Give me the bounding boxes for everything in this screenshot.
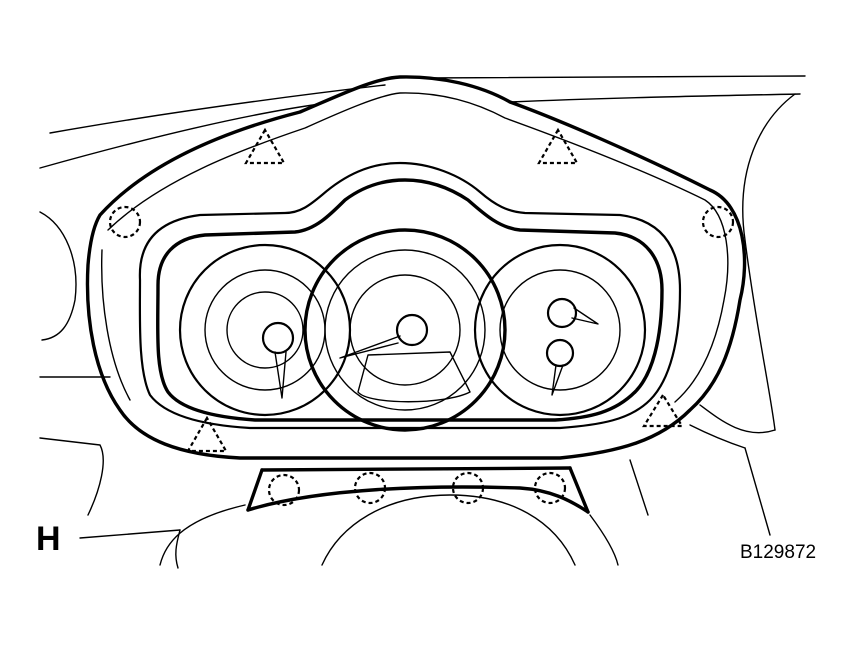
clip-marker — [353, 471, 387, 505]
clip-markers — [108, 205, 735, 507]
clip-marker — [451, 471, 485, 505]
clip-marker — [701, 205, 735, 239]
claw-marker — [244, 127, 286, 165]
clip-marker — [108, 205, 142, 239]
cluster-hood — [85, 75, 747, 460]
dashboard-outline — [39, 75, 806, 569]
clip-marker — [533, 471, 567, 505]
view-label: H — [36, 520, 61, 558]
meter-bezel — [138, 161, 682, 430]
claw-marker — [186, 415, 228, 453]
clip-marker — [267, 473, 301, 507]
figure-code: B129872 — [740, 542, 817, 563]
claw-markers — [186, 127, 684, 453]
claw-marker — [642, 392, 684, 428]
speedometer — [303, 228, 507, 432]
right-gauge — [473, 243, 647, 417]
claw-marker — [537, 127, 579, 165]
